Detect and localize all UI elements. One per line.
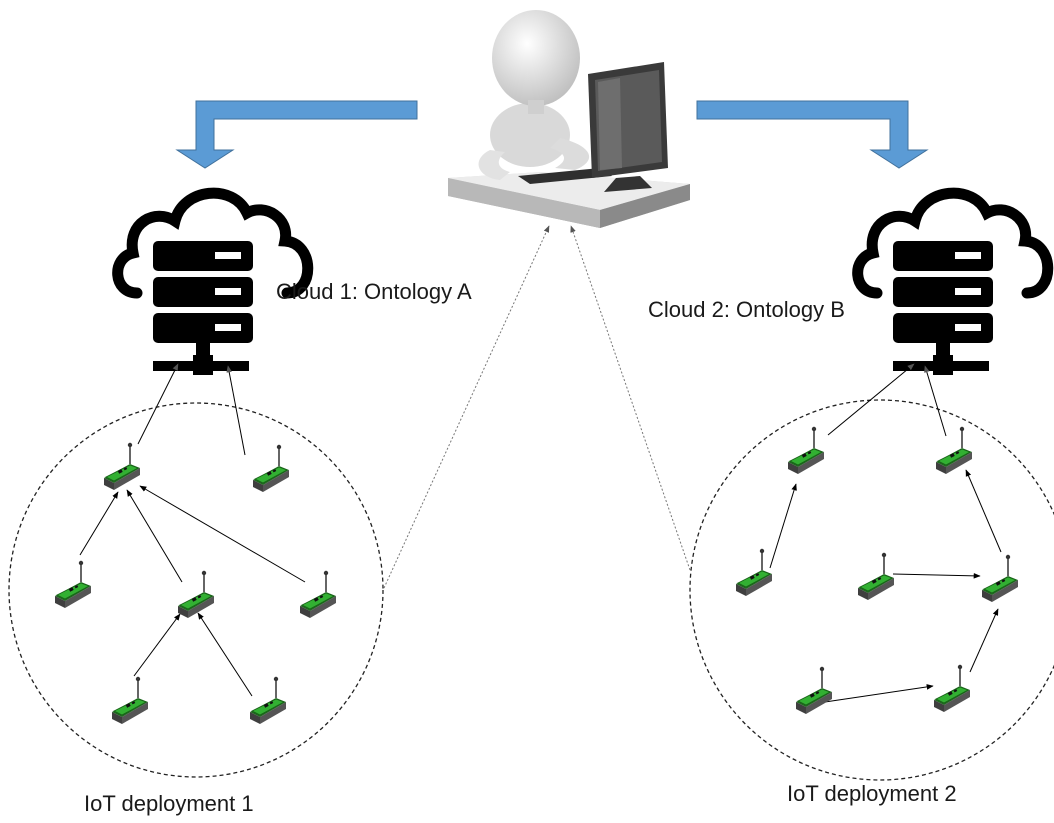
deployment-1-boundary bbox=[8, 402, 384, 778]
user-at-computer-icon bbox=[448, 10, 690, 228]
deployment-1-links bbox=[79, 363, 306, 697]
sensor-node-icon bbox=[981, 554, 1019, 603]
cloud-2-label: Cloud 2: Ontology B bbox=[648, 297, 845, 322]
sensor-node-icon bbox=[857, 552, 895, 601]
sensor-node-icon bbox=[177, 570, 215, 619]
sensor-node-icon bbox=[795, 666, 833, 715]
sensor-node-icon bbox=[103, 442, 141, 491]
sensor-node-icon bbox=[252, 444, 290, 493]
sensor-node-icon bbox=[249, 676, 287, 725]
sensor-node-icon bbox=[735, 548, 773, 597]
sensor-node-icon bbox=[299, 570, 337, 619]
sensor-node-icon bbox=[933, 664, 971, 713]
sensor-node-icon bbox=[935, 426, 973, 475]
deployment-2-links bbox=[769, 363, 1002, 703]
sensor-node-icon bbox=[54, 560, 92, 609]
sensor-node-icon bbox=[787, 426, 825, 475]
sensor-node-icon bbox=[111, 676, 149, 725]
flow-arrow-right bbox=[696, 100, 929, 169]
deployment-2-label: IoT deployment 2 bbox=[787, 781, 957, 806]
deployment-1-label: IoT deployment 1 bbox=[84, 791, 254, 816]
cloud-1-label: Cloud 1: Ontology A bbox=[276, 279, 472, 304]
cloud-server-icon bbox=[858, 193, 1048, 375]
flow-arrow-left bbox=[175, 100, 418, 169]
deployment-2-boundary bbox=[689, 399, 1054, 781]
link-deployment2-user bbox=[570, 225, 691, 571]
